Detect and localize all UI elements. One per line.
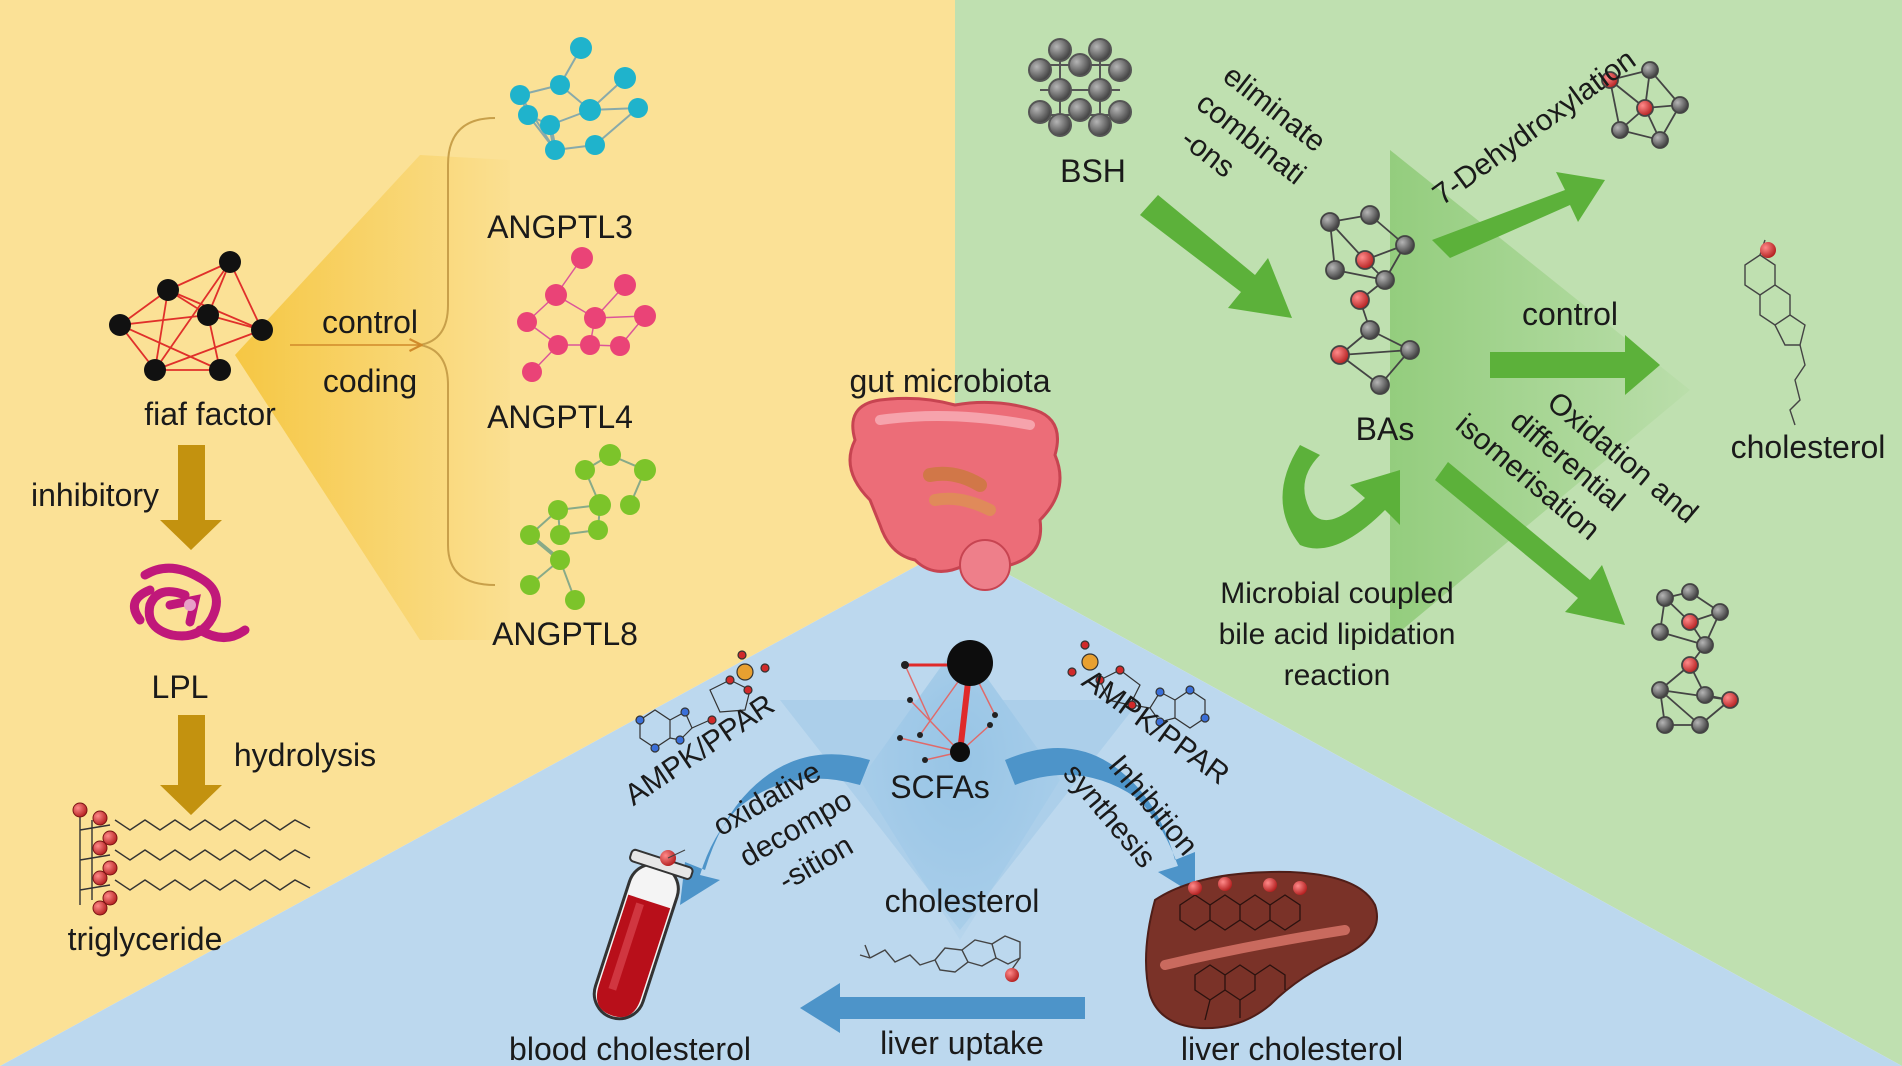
fan-green [1390, 150, 1690, 640]
angptl8-nodes [520, 444, 656, 610]
ampk-molecule-right [1067, 640, 1210, 729]
bsh-cluster [1028, 38, 1132, 137]
hydrolysis-label: hydrolysis [234, 737, 376, 773]
dehydrox-arrow [1432, 172, 1605, 258]
lpl-label: LPL [152, 669, 209, 705]
gut-microbiota-label: gut microbiota [850, 363, 1051, 399]
control-label-right: control [1522, 296, 1618, 332]
inhibitory-label: inhibitory [31, 477, 159, 513]
coding-label: coding [323, 363, 417, 399]
control-right-arrow [1490, 335, 1660, 395]
right-blue-curve-arrow [1005, 748, 1195, 895]
bile-acid-top-right [1601, 61, 1689, 149]
fiaf-nodes [109, 251, 273, 381]
cholesterol-center-label: cholesterol [885, 883, 1040, 919]
liver-cholesterol-label: liver cholesterol [1181, 1031, 1403, 1066]
angptl4-nodes [517, 247, 656, 382]
liver-icon [1145, 870, 1378, 1030]
inhibitory-arrow [160, 445, 222, 550]
left-blue-curve-arrow [680, 754, 870, 905]
bsh-label: BSH [1060, 153, 1126, 189]
cholesterol-oh-right [1760, 242, 1776, 258]
fan-yellow [235, 155, 510, 640]
svg-text:Microbial coupled: Microbial coupled [1220, 577, 1453, 610]
bas-label: BAs [1356, 411, 1415, 447]
bile-acid-bottom-right [1651, 583, 1739, 734]
oxidation-arrow [1435, 462, 1625, 625]
svg-text:reaction: reaction [1284, 659, 1391, 692]
fiaf-label: fiaf factor [144, 396, 276, 432]
triglyceride-oxygens [72, 802, 118, 916]
control-label-left: control [322, 304, 418, 340]
microbial-label: Microbial coupled bile acid lipidation r… [1219, 577, 1456, 692]
cholesterol-structure-center [859, 935, 1021, 973]
scfas-label: SCFAs [890, 769, 990, 805]
liver-uptake-label: liver uptake [880, 1025, 1044, 1061]
hydrolysis-arrow [160, 715, 222, 815]
lpl-highlight [184, 599, 196, 611]
cholesterol-oh-center [1005, 968, 1019, 982]
liver-uptake-arrow [800, 983, 1085, 1033]
gut-icon [848, 396, 1062, 591]
lpl-protein-icon [129, 563, 250, 642]
microbial-curve-arrow [1282, 445, 1400, 549]
svg-text:bile acid lipidation: bile acid lipidation [1219, 618, 1456, 651]
angptl8-label: ANGPTL8 [492, 616, 638, 652]
blood-tube-icon [592, 848, 694, 1021]
angptl3-nodes [510, 37, 648, 160]
blood-cholesterol-label: blood cholesterol [509, 1031, 751, 1066]
triglyceride-molecule [79, 815, 311, 905]
angptl4-label: ANGPTL4 [487, 399, 633, 435]
bas-molecule [1320, 205, 1420, 395]
angptl3-label: ANGPTL3 [487, 209, 633, 245]
triglyceride-label: triglyceride [68, 921, 223, 957]
fiaf-network [119, 261, 263, 371]
bsh-to-bas-arrow [1140, 195, 1292, 318]
cholesterol-label-right: cholesterol [1731, 429, 1886, 465]
scfas-network [897, 640, 998, 763]
ampk-molecule-left [635, 650, 770, 753]
